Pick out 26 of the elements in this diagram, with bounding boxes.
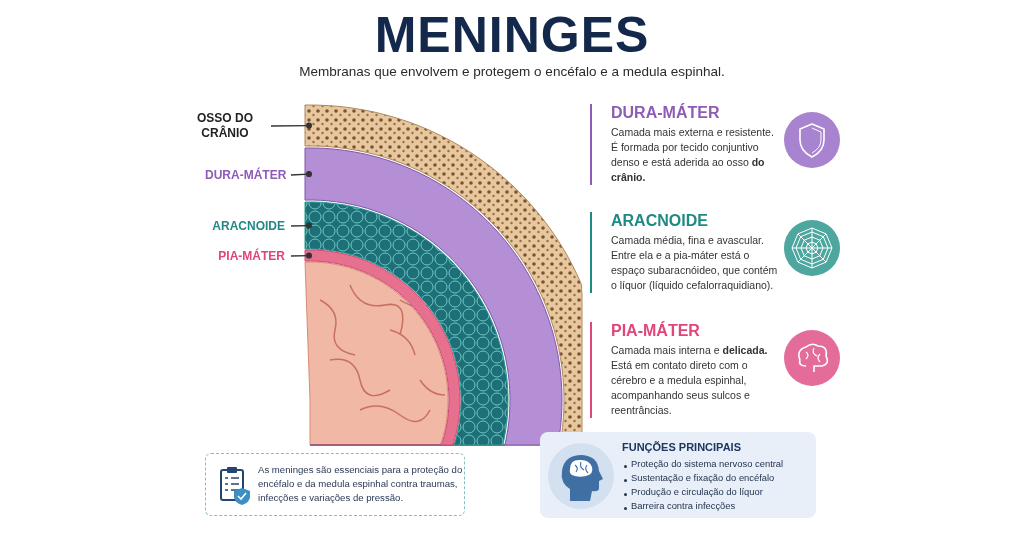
- bullet-item: Proteção do sistema nervoso central: [631, 458, 784, 469]
- bullet-item: Produção e circulação do líquor: [631, 486, 763, 497]
- leader-line: [270, 122, 312, 129]
- layer-label: OSSO DO CRÂNIO: [185, 111, 265, 141]
- card-heading: PIA-MÁTER: [611, 322, 701, 340]
- layer-label: PIA-MÁTER: [218, 248, 285, 264]
- panel-heading: FUNÇÕES PRINCIPAIS: [622, 441, 741, 453]
- functions-panel: [540, 432, 816, 518]
- layer-label: ARACNOIDE: [212, 218, 285, 234]
- leader-line: [290, 252, 312, 259]
- card-text: Camada mais externa e resistente. É formada por tecido conjuntivo denso e está aderida ao osso do crânio.: [611, 125, 775, 185]
- leader-line: [290, 171, 312, 178]
- leader-line: [290, 222, 312, 229]
- card-heading: DURA-MÁTER: [611, 104, 721, 122]
- note-text: As meninges são essenciais para a proteção do encéfalo e da medula espinhal contra traumas, infecções e variações de pressão.: [258, 463, 463, 505]
- card-text: Camada mais interna e delicada. Está em contato direto com o cérebro e a medula espinhal, acompanhando seus sulcos e reentrâncias.: [611, 343, 769, 418]
- bullet-item: Barreira contra infecções: [631, 500, 736, 511]
- arachnoid-layer: [304, 201, 509, 446]
- dura-layer: [304, 147, 563, 446]
- layer-label: DURA-MÁTER: [205, 167, 285, 183]
- note-box: [205, 453, 465, 516]
- subtitle: Membranas que envolvem e protegem o encéfalo e a medula espinhal.: [299, 64, 725, 79]
- card-heading: ARACNOIDE: [611, 212, 709, 230]
- card-text: Camada média, fina e avascular. Entre ela e a pia-máter está o espaço subaracnóideo, que contém o líquor (líquido cefalorraquidiano).: [611, 233, 779, 293]
- bullet-item: Sustentação e fixação do encéfalo: [631, 472, 775, 483]
- title: MENINGES: [374, 6, 650, 64]
